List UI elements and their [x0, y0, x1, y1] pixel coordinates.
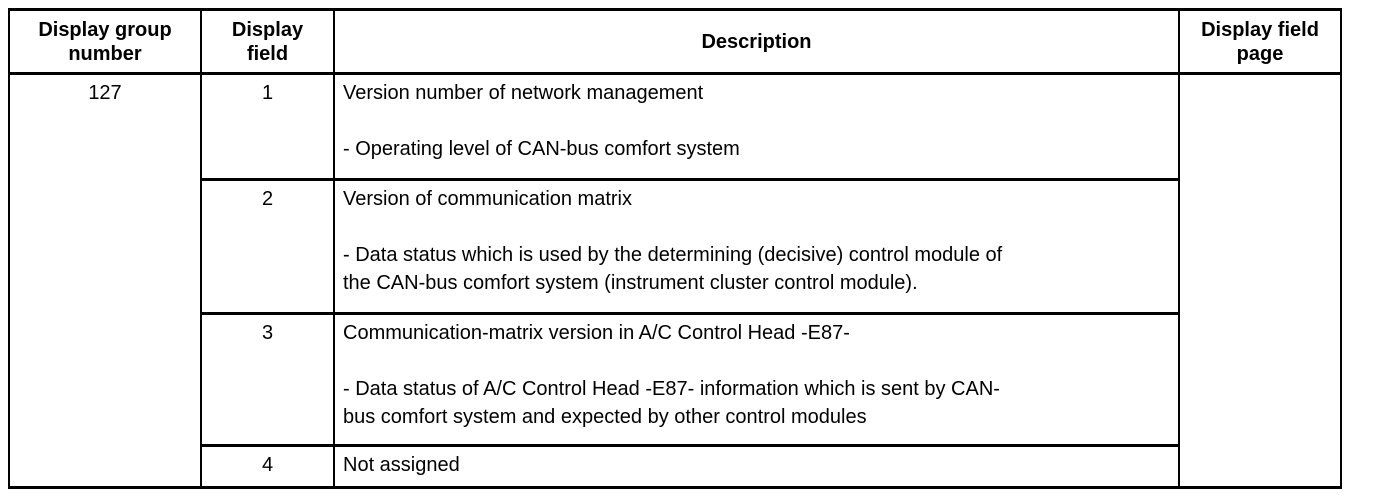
table-header-row: Display group number Display field Descr… [8, 8, 1342, 75]
column-header-display-field-page: Display field page [1178, 8, 1342, 75]
display-group-table: Display group number Display field Descr… [8, 8, 1342, 489]
group-number-cell: 127 [8, 72, 202, 489]
column-header-description: Description [333, 8, 1180, 75]
description-cell: Not assigned [333, 444, 1180, 489]
table-row: 127 1 Version number of network manageme… [8, 72, 1342, 489]
table-row: 4 Not assigned [9, 444, 1341, 489]
table-row: 2 Version of communication matrix - Data… [9, 178, 1341, 315]
field-number-cell: 1 [200, 72, 335, 181]
description-cell: Version of communication matrix - Data s… [333, 178, 1180, 315]
column-header-display-group-number: Display group number [8, 8, 202, 75]
column-header-display-field: Display field [200, 8, 335, 75]
description-cell: Communication-matrix version in A/C Cont… [333, 312, 1180, 447]
field-number-cell: 4 [200, 444, 335, 489]
display-field-page-cell [1178, 72, 1342, 489]
field-number-cell: 3 [200, 312, 335, 447]
description-cell: Version number of network management - O… [333, 72, 1180, 181]
table-row: 3 Communication-matrix version in A/C Co… [9, 312, 1341, 447]
field-number-cell: 2 [200, 178, 335, 315]
